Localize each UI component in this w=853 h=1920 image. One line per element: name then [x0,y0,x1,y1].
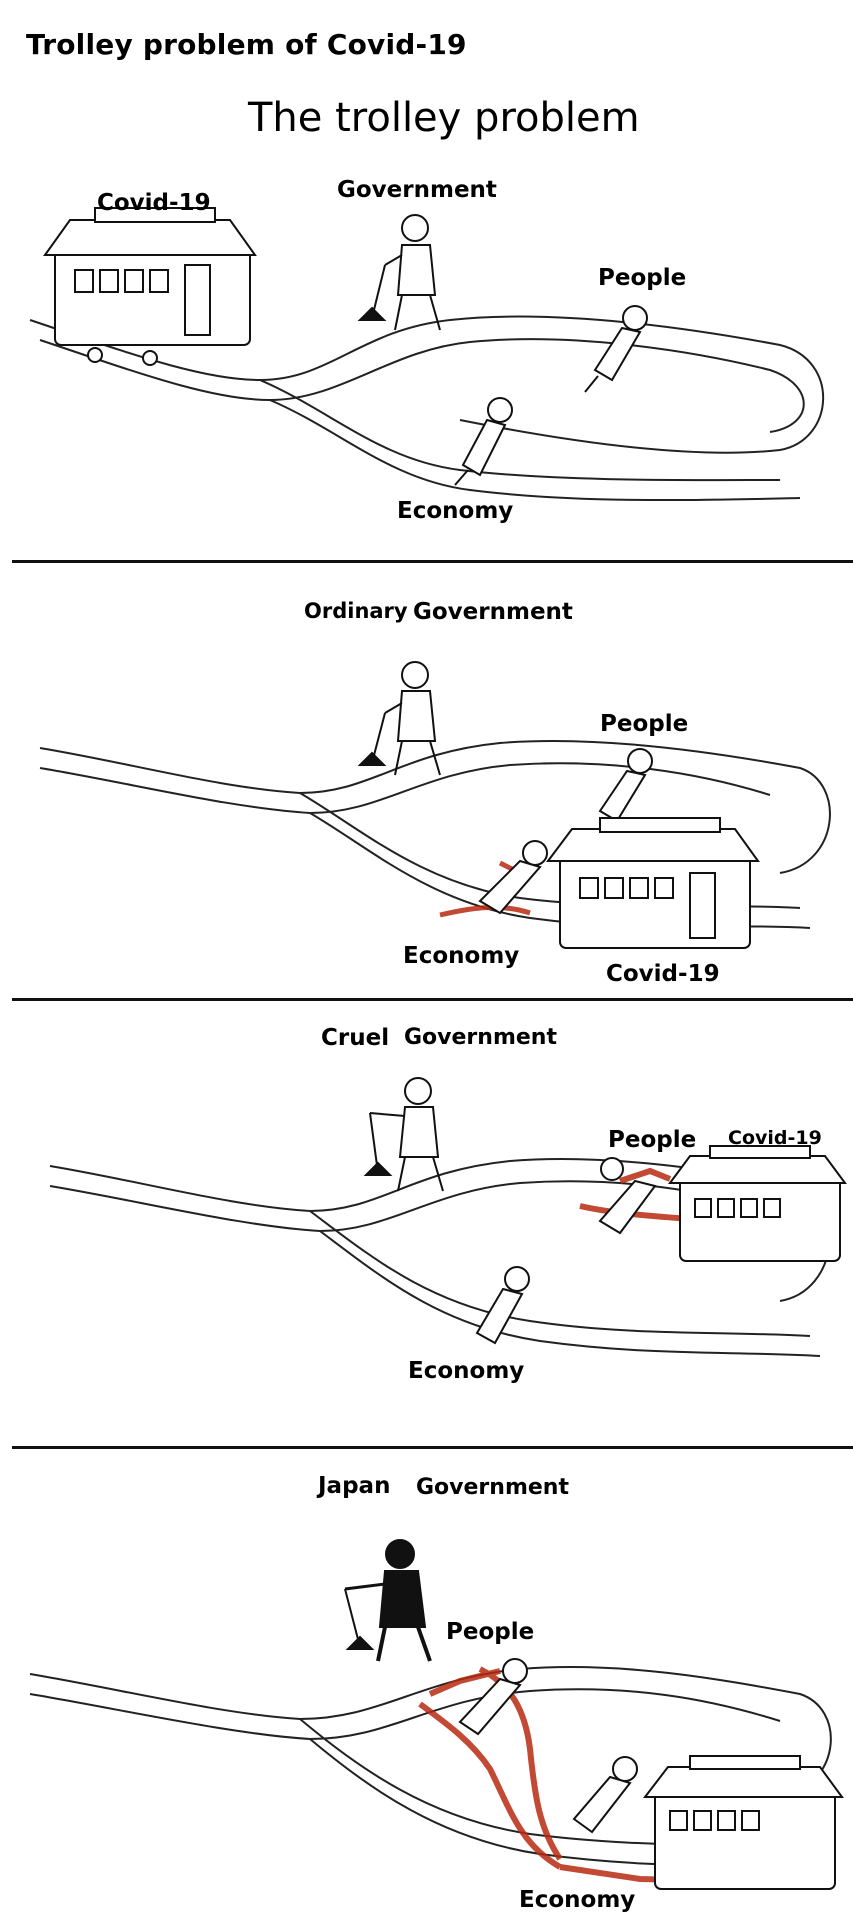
label-track-bottom: Economy [408,1358,525,1384]
hit-person-bottom-icon [572,1756,638,1834]
label-track-bottom: Economy [397,498,514,524]
page-title: Trolley problem of Covid-19 [26,28,467,61]
trolley-icon [668,1145,847,1262]
panel-heading-prefix: Cruel [321,1025,390,1051]
lever-icon [344,1588,375,1650]
operator-figure-icon [357,661,441,776]
panel-original: The trolley problem Covid-19 Government … [0,80,853,560]
trolley-scene-japan [29,1539,844,1890]
trolley-icon [546,817,760,949]
hit-person-top-icon [598,1157,657,1235]
divider [12,1446,853,1449]
label-operator: Government [416,1475,569,1500]
panel-heading-prefix: Ordinary [304,599,408,623]
trolley-scene-cruel [49,1077,847,1357]
divider [12,998,853,1001]
tied-person-top-icon [584,305,648,393]
label-track-top: People [598,265,687,291]
trolley-scene-ordinary [39,661,831,949]
tied-person-top-icon [598,748,653,823]
tied-person-bottom-icon [475,1266,530,1345]
label-trolley: Covid-19 [728,1127,822,1149]
trolley-icon [642,1755,844,1890]
label-operator: Government [404,1025,557,1050]
trolley-icon [43,207,257,366]
label-track-top: People [608,1127,697,1153]
label-operator: Government [413,599,573,625]
label-track-top: People [600,711,689,737]
panel-ordinary: Ordinary Government People Economy Covid… [0,563,853,998]
label-operator: Government [337,177,497,203]
operator-figure-icon [344,1539,432,1662]
divider [12,560,853,563]
label-track-bottom: Economy [519,1887,636,1913]
label-trolley: Covid-19 [606,961,720,987]
panel-heading-prefix: Japan [318,1473,391,1499]
tied-person-bottom-icon [454,397,513,486]
hit-person-bottom-icon [478,840,548,915]
panel-japan: Japan Government People Economy [0,1449,853,1920]
label-track-bottom: Economy [403,943,520,969]
trolley-scene-original [29,207,825,502]
operator-figure-icon [357,214,441,331]
panel-cruel: Cruel Government People Covid-19 Economy [0,1001,853,1446]
label-trolley: Covid-19 [97,190,211,216]
panel-heading: The trolley problem [248,95,640,141]
operator-figure-icon [363,1077,444,1192]
label-track-top: People [446,1619,535,1645]
hit-person-top-icon [458,1658,528,1736]
